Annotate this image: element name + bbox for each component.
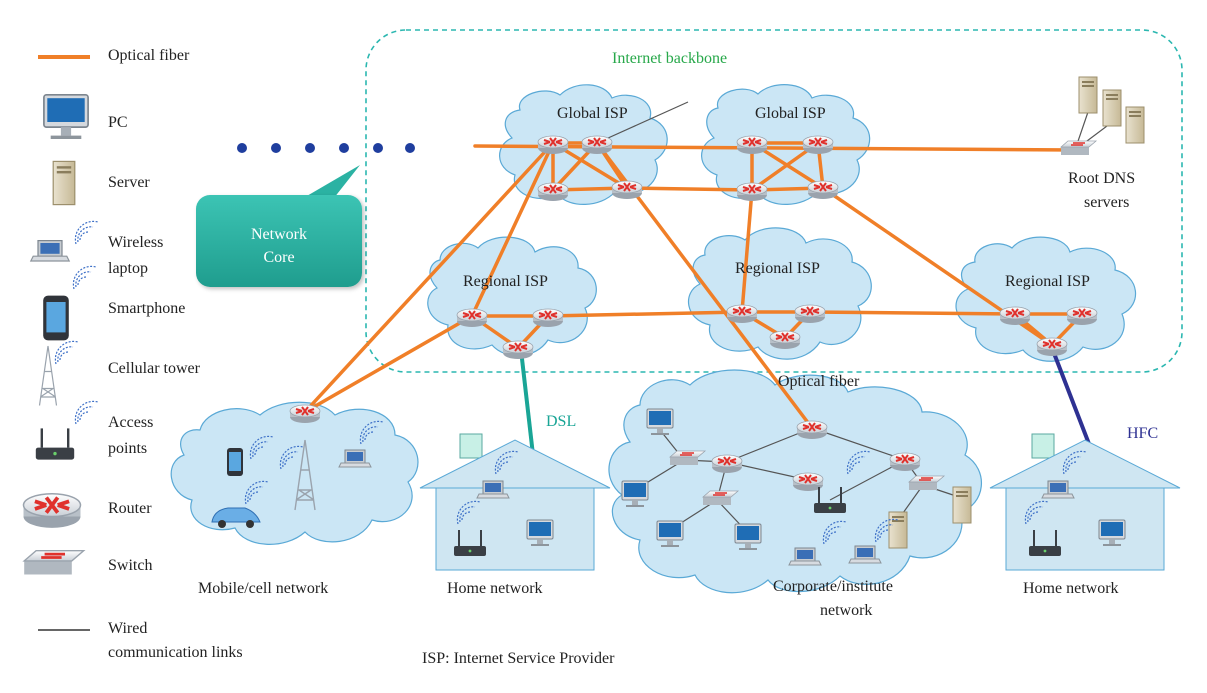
legend-points: points: [108, 440, 148, 457]
backbone-clouds: [427, 84, 1137, 362]
home-network-left-label: Home network: [447, 580, 543, 597]
house-right-icon: [989, 433, 1181, 571]
mobile-network-cloud: [170, 401, 419, 545]
network-core-pointer: [300, 165, 360, 203]
car-icon: [211, 507, 261, 528]
regional-isp-left-cloud: [427, 236, 597, 357]
legend-smartphone: Smartphone: [108, 300, 186, 317]
corporate-network-label-1: Corporate/institute: [773, 578, 893, 595]
isp-footnote: ISP: Internet Service Provider: [422, 650, 615, 667]
internet-backbone-boundary: [365, 29, 1183, 373]
mobile-network-devices: [211, 420, 384, 528]
pc-icon: [43, 93, 89, 140]
legend-optical-fiber: Optical fiber: [108, 47, 190, 64]
server-icon: [52, 160, 76, 206]
smartphone-icon: [43, 295, 69, 341]
internet-backbone-title: Internet backbone: [612, 50, 728, 67]
regional-isp-center-label: Regional ISP: [735, 260, 820, 277]
legend-cellular-tower: Cellular tower: [108, 360, 200, 377]
legend-wireless: Wireless: [108, 234, 164, 251]
network-core-bubble: [196, 195, 362, 287]
house-left-icon: [419, 433, 611, 571]
dsl-label: DSL: [546, 413, 577, 430]
corporate-network-label-2: network: [820, 602, 873, 619]
backbone-dots: [237, 143, 415, 153]
legend-server: Server: [108, 174, 150, 191]
router-icon: [21, 491, 83, 530]
legend-pc: PC: [108, 114, 128, 131]
legend-switch: Switch: [108, 557, 153, 574]
mobile-network-label: Mobile/cell network: [198, 580, 329, 597]
laptop-icon: [30, 240, 70, 262]
optical-fiber-label: Optical fiber: [778, 373, 860, 390]
root-dns-label-2: servers: [1084, 194, 1130, 211]
legend-communication-links: communication links: [108, 644, 243, 661]
home-network-right-label: Home network: [1023, 580, 1119, 597]
legend-router: Router: [108, 500, 152, 517]
regional-isp-right-label: Regional ISP: [1005, 273, 1090, 290]
global-isp-right-label: Global ISP: [755, 105, 826, 122]
hfc-label: HFC: [1127, 425, 1159, 442]
network-core-line2: Core: [263, 249, 295, 266]
access-point-icon: [35, 428, 75, 460]
network-core-label: Network Core: [196, 223, 362, 269]
legend-access: Access: [108, 414, 154, 431]
network-core-line1: Network: [251, 226, 307, 243]
root-dns-label-1: Root DNS: [1068, 170, 1136, 187]
switch-icon: [22, 549, 86, 576]
regional-isp-left-label: Regional ISP: [463, 273, 548, 290]
cellular-tower-icon: [38, 345, 58, 407]
legend-laptop: laptop: [108, 260, 148, 277]
legend-wired: Wired: [108, 620, 148, 637]
global-isp-left-label: Global ISP: [557, 105, 628, 122]
root-dns-servers-icon: [1078, 76, 1145, 144]
